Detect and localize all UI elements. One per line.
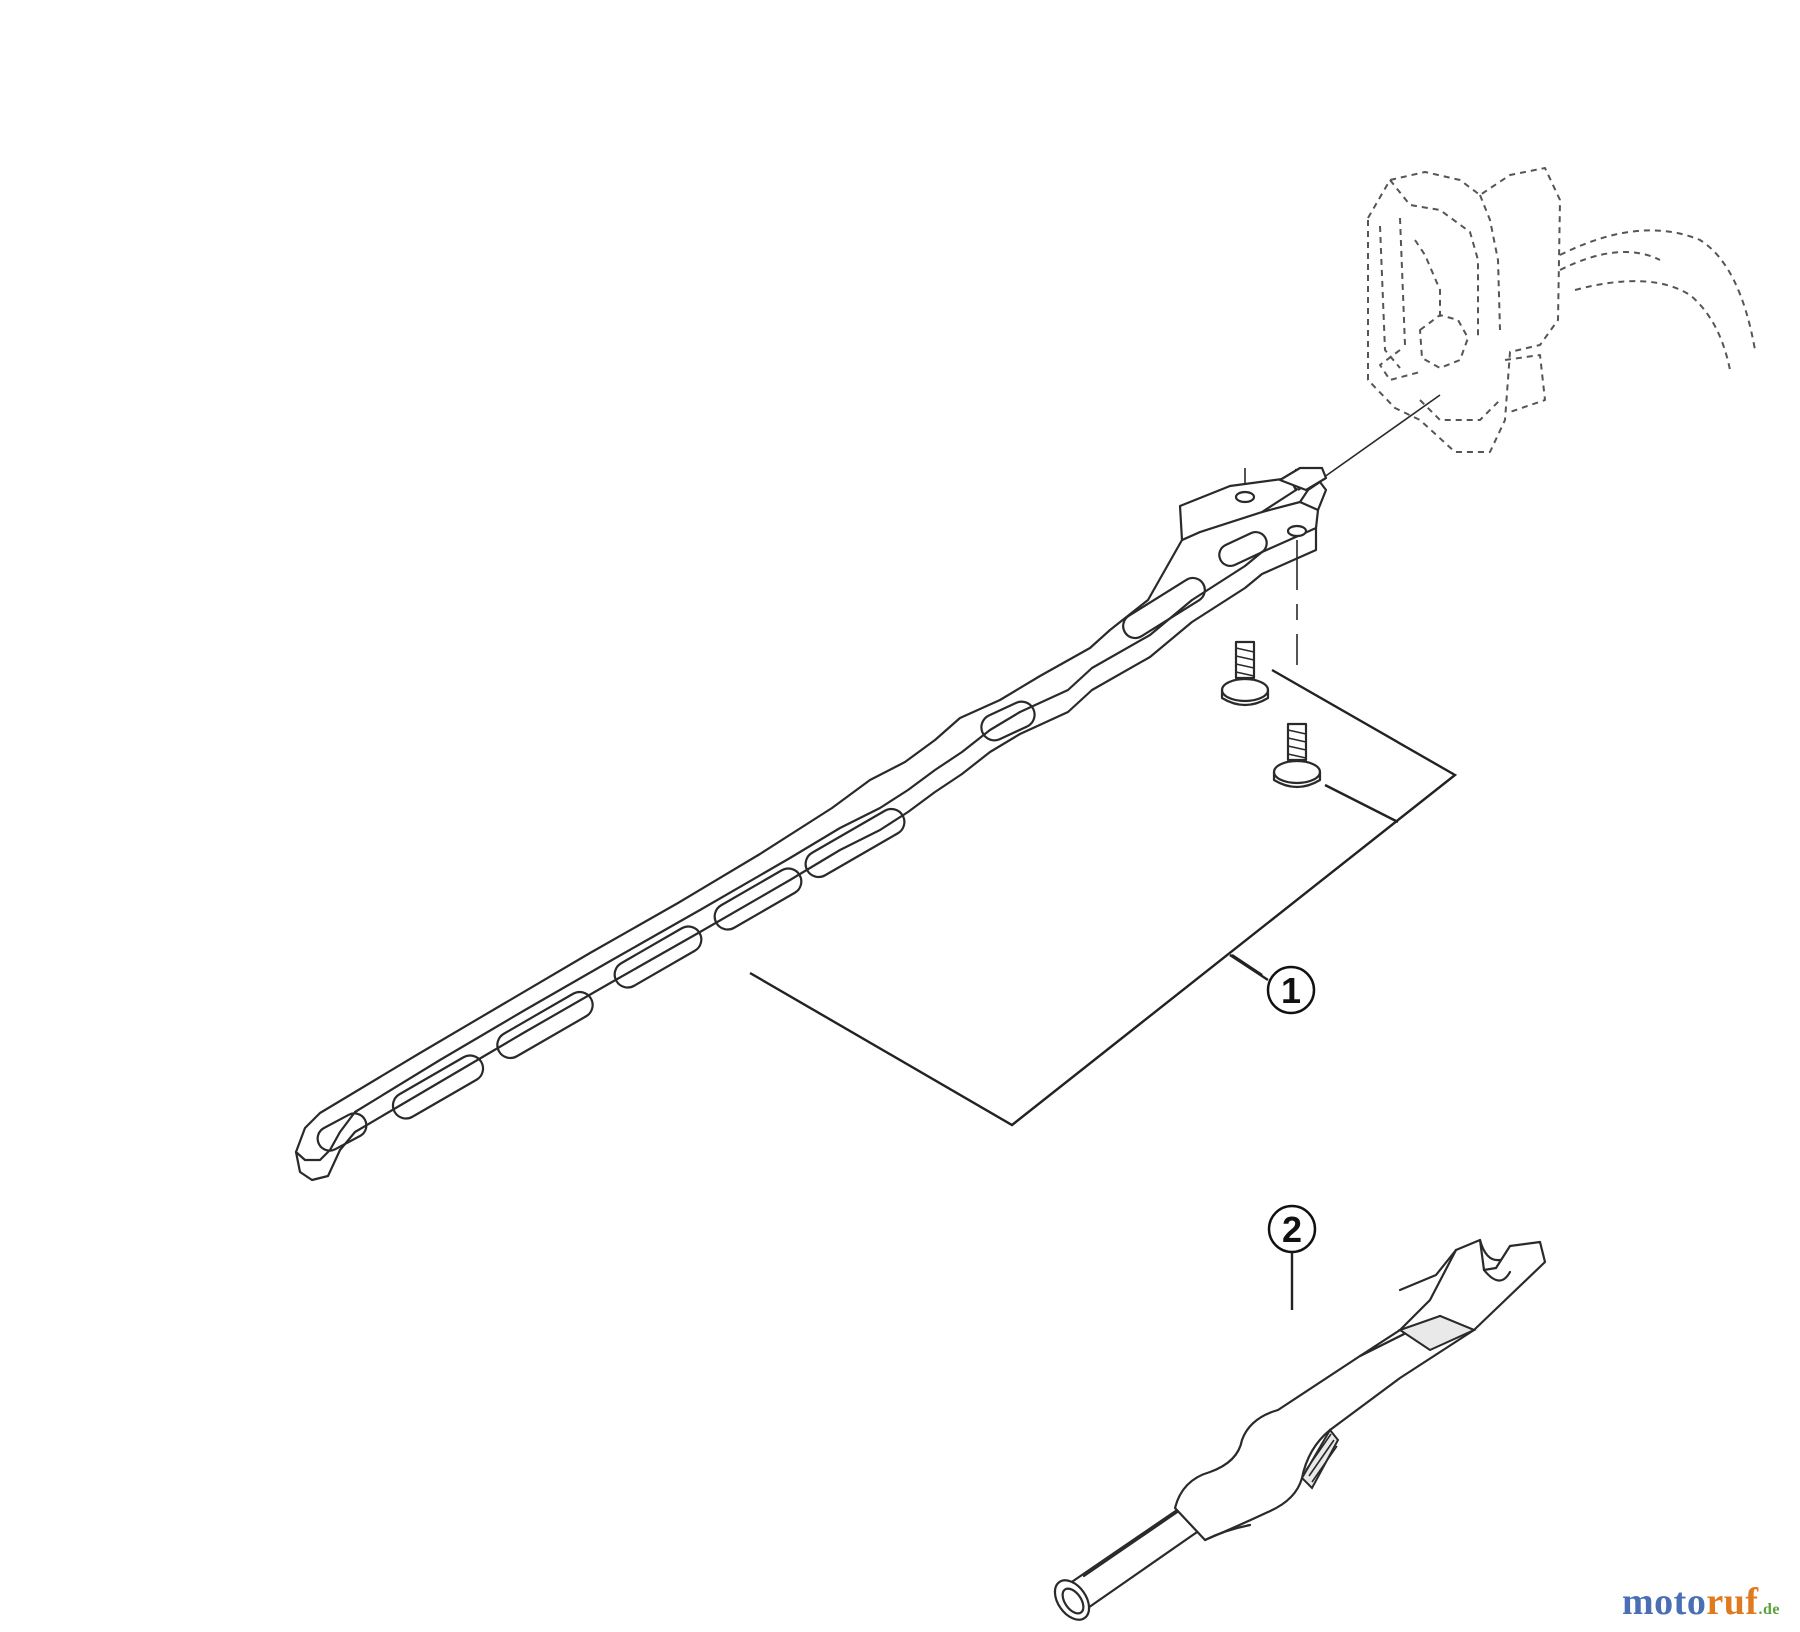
watermark-logo: motoruf.de	[1622, 1581, 1780, 1623]
strap-slots	[316, 530, 1268, 1152]
callout-1-leader	[1229, 953, 1269, 982]
callout-2-label: 2	[1282, 1209, 1302, 1250]
screw-1	[1220, 640, 1270, 707]
callout-1-label: 1	[1281, 970, 1301, 1011]
screw-2	[1272, 722, 1322, 789]
callout-2: 2	[1267, 1204, 1317, 1310]
shifter-unit-outline	[1367, 167, 1756, 453]
mounting-strap	[294, 466, 1328, 1182]
callout-1-bracket	[749, 668, 1458, 1127]
callout-1: 1	[1266, 965, 1316, 1015]
tool	[1053, 1238, 1547, 1621]
alignment-line	[1319, 394, 1441, 481]
